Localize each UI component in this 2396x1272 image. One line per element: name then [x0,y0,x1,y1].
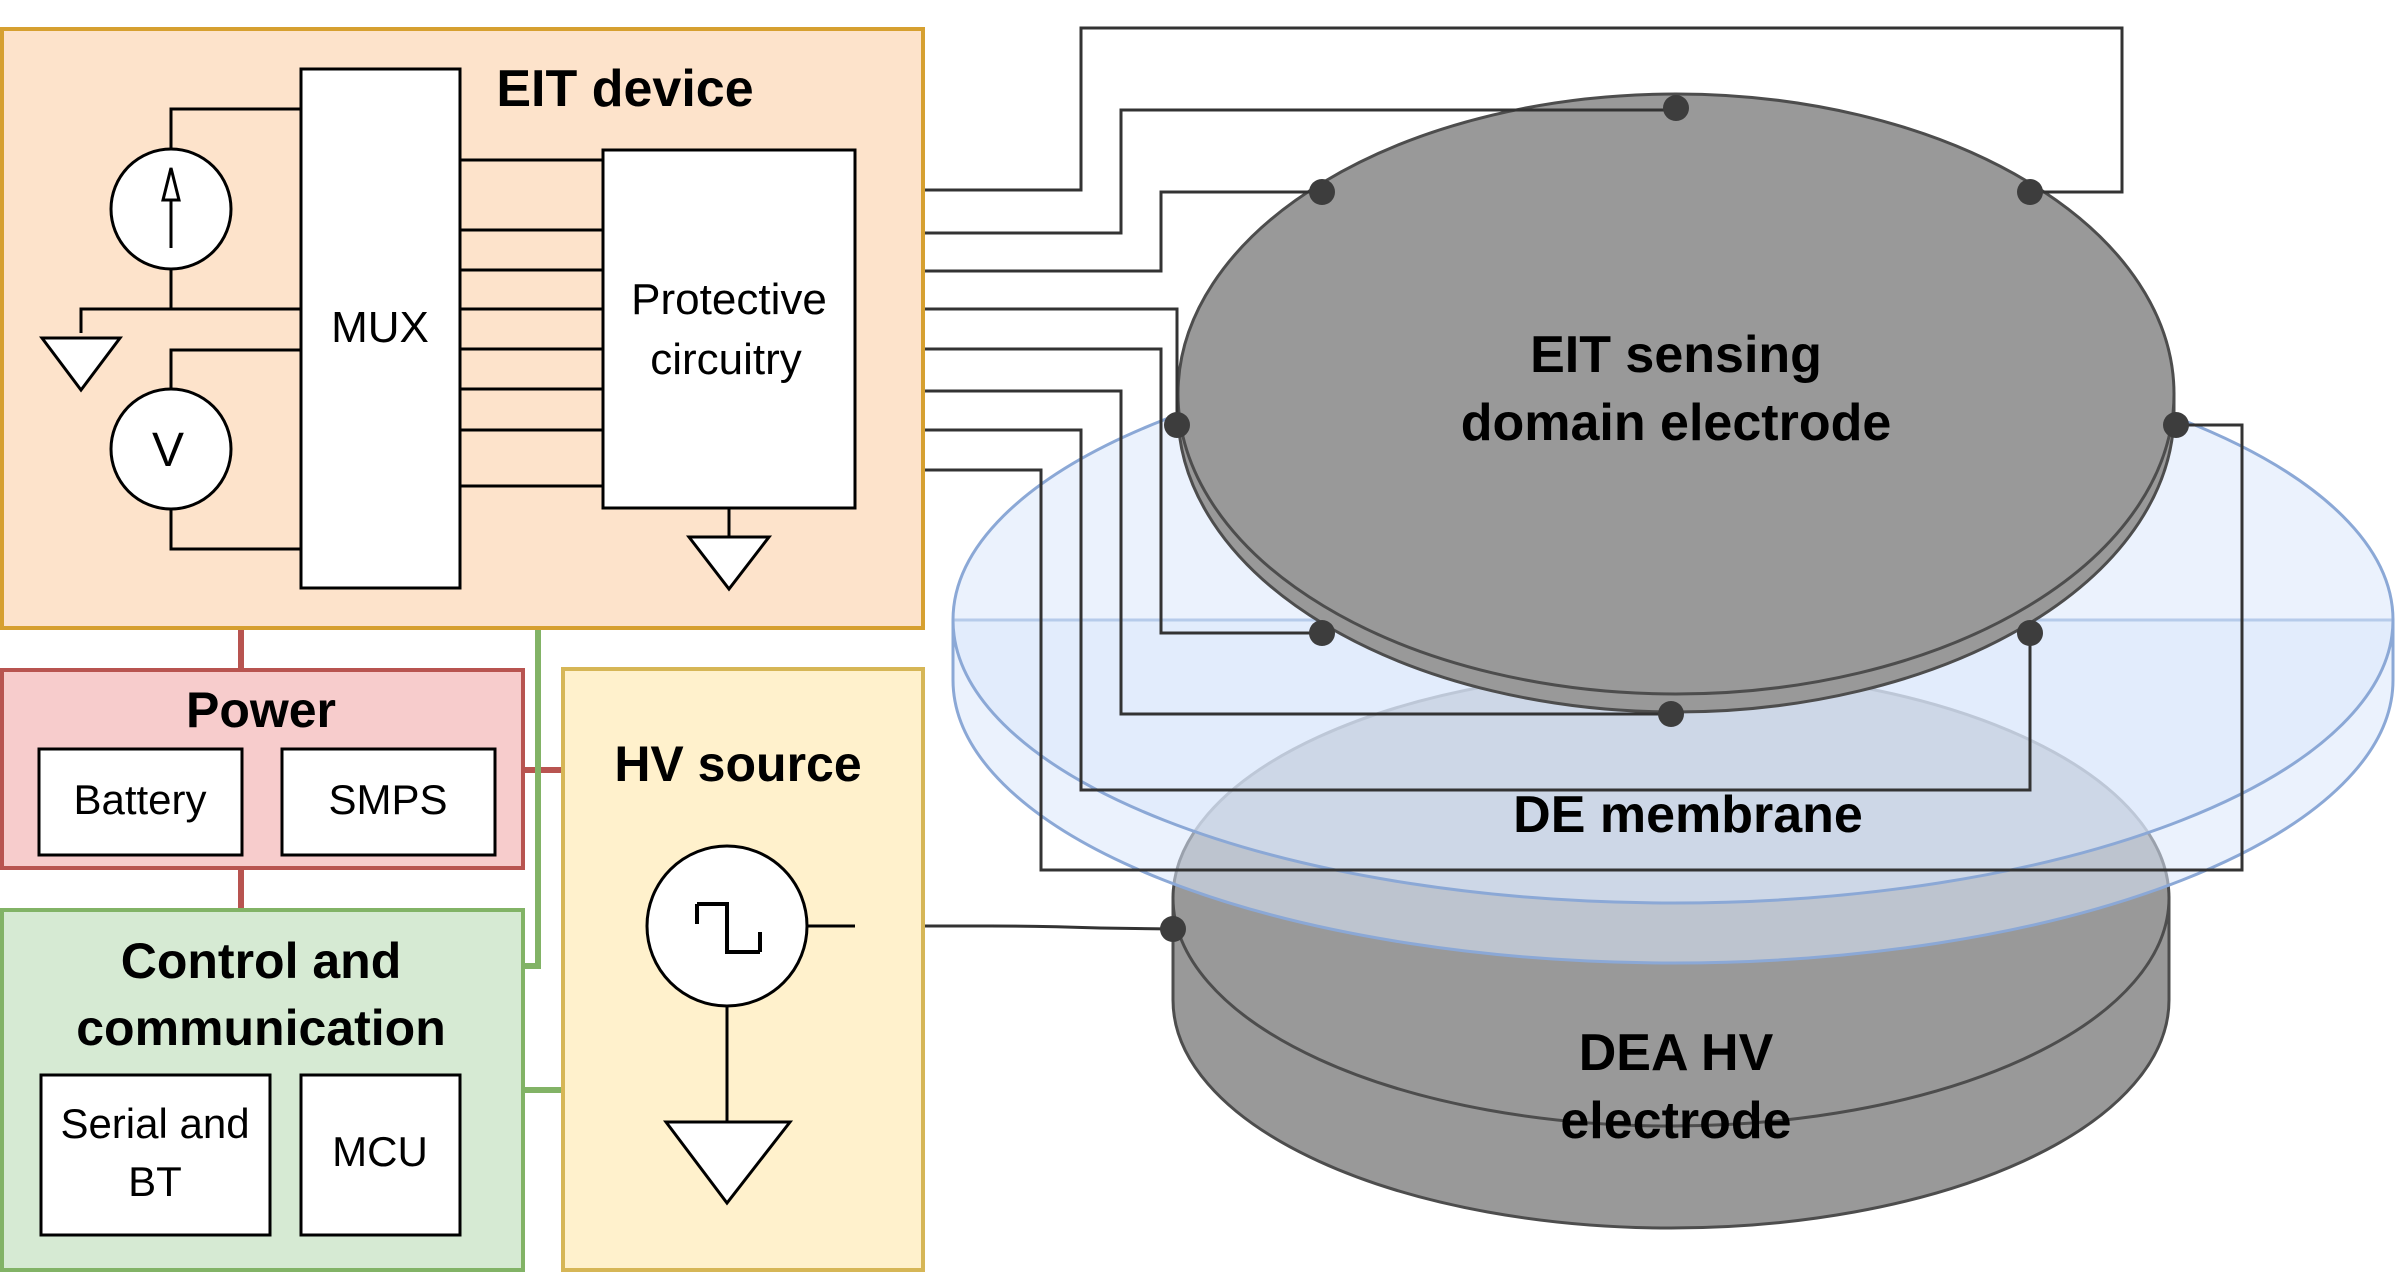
protective-label-1: Protective [631,275,827,324]
contact-left [1164,412,1190,438]
square-wave-source-icon [645,844,855,1206]
mcu-label: MCU [332,1128,428,1175]
serial-label-1: Serial and [60,1100,249,1147]
battery-label: Battery [73,776,206,823]
block-connectors [238,628,563,1093]
ground-icon [39,336,123,393]
protective-circuitry-block [601,148,857,510]
voltmeter-label: V [152,424,184,477]
control-title-2: communication [76,1000,445,1056]
eit-electrode-label-1: EIT sensing [1530,326,1822,384]
contact-bottom-right [2017,620,2043,646]
serial-bt-block [39,1073,272,1237]
eit-sensing-electrode [1176,92,2176,714]
electrode-wires [800,26,2244,931]
electrode-contacts [1160,95,2189,942]
ground-icon [662,1120,794,1206]
mcu-block [299,1073,462,1237]
contact-top-left [1309,179,1335,205]
de-membrane-label: DE membrane [1513,786,1863,844]
dea-label-2: electrode [1560,1092,1791,1150]
eit-electrode-label-2: domain electrode [1461,394,1892,452]
control-title-1: Control and [121,933,402,989]
voltmeter-icon: V [109,348,301,551]
power-title: Power [186,682,336,738]
mux-label: MUX [331,303,429,352]
eit-device-title: EIT device [496,60,753,118]
smps-block [280,747,497,857]
mux-channels [460,158,603,488]
contact-right [2163,412,2189,438]
contact-bottom [1658,701,1684,727]
contact-dea [1160,916,1186,942]
contact-bottom-left [1309,620,1335,646]
battery-block [37,747,244,857]
dea-label-1: DEA HV [1579,1024,1774,1082]
serial-label-2: BT [128,1158,182,1205]
smps-label: SMPS [328,776,447,823]
mux-block [299,67,462,590]
hv-source-title: HV source [614,736,861,792]
contact-top-right [2017,179,2043,205]
current-source-icon [39,107,301,393]
contact-top [1663,95,1689,121]
ground-icon [685,535,773,592]
protective-label-2: circuitry [650,335,802,384]
